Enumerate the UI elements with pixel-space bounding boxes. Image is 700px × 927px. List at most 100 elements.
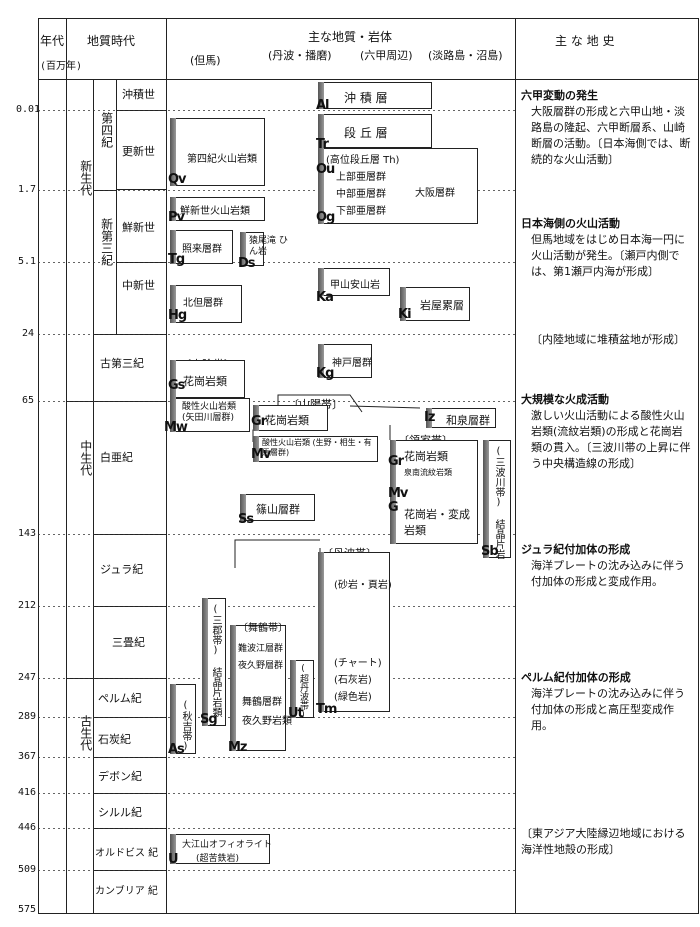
- age-label: 24: [22, 328, 35, 339]
- history-body: 但馬地域をはじめ日本海一円に火山活動が発生。〔瀬戸内側では、第1瀬戸内海が形成〕: [531, 232, 685, 278]
- unit-mz-l1: 舞鶴層群: [242, 697, 282, 708]
- unit-tanba-rock3: (石灰岩): [334, 675, 372, 686]
- unit-tr-label: 段 丘 層: [344, 126, 388, 140]
- unit-ryoke-mv-code: Mv: [388, 486, 408, 501]
- age-label: 509: [18, 864, 37, 875]
- history-entry: ジュラ紀付加体の形成 海洋プレートの沈み込みに伴う付加体の形成と変成作用。: [521, 542, 693, 590]
- unit-tg-label: 照来層群: [182, 244, 222, 255]
- period-neogene: 新第三紀: [99, 218, 114, 266]
- period-permian: ペルム紀: [98, 692, 142, 705]
- unit-tanba-rock1: (砂岩・頁岩): [334, 580, 392, 591]
- unit-gr-code: Gr: [251, 414, 267, 429]
- history-body: 海洋プレートの沈み込みに伴う付加体の形成と高圧型変成作用。: [531, 686, 685, 732]
- unit-ds-code: Ds: [238, 256, 256, 271]
- period-paleogene: 古第三紀: [100, 357, 144, 370]
- history-entry: 六甲変動の発生 大阪層群の形成と六甲山地・淡路島の隆起、六甲断層系、山崎断層の活…: [521, 88, 693, 168]
- period-triassic: 三畳紀: [112, 636, 145, 649]
- unit-ki-bar: [400, 287, 406, 321]
- unit-mv-bar: [253, 436, 259, 462]
- age-label: 212: [18, 600, 37, 611]
- history-title: 六甲変動の発生: [521, 89, 598, 102]
- unit-as-label: (秋吉帯): [180, 700, 191, 752]
- geology-header: 主な地質・岩体: [308, 30, 393, 44]
- unit-hg-code: Hg: [168, 308, 187, 323]
- period-silurian: シルル紀: [98, 806, 142, 819]
- unit-ka-box: [318, 268, 390, 296]
- unit-gs-box: [170, 360, 245, 398]
- unit-mw-bar: [170, 398, 176, 432]
- unit-kg-bar: [318, 344, 324, 378]
- unit-ue-code: U: [168, 852, 179, 867]
- unit-gs-label: 花崗岩類: [183, 375, 227, 388]
- unit-ou-th: (高位段丘層 Th): [326, 155, 400, 166]
- unit-ka-bar: [318, 268, 324, 296]
- history-title: 大規模な火成活動: [521, 393, 609, 406]
- epoch-pleistocene: 更新世: [122, 145, 155, 158]
- unit-sb-label: (三波川帯) 結晶片岩: [493, 446, 504, 559]
- region-rokko: (六甲周辺): [360, 49, 413, 62]
- unit-iz-bar: [426, 408, 432, 428]
- age-label: 1.7: [18, 184, 37, 195]
- unit-hg-box: [170, 285, 242, 323]
- unit-al-code: Al: [316, 98, 329, 113]
- history-entry: 日本海側の火山活動 但馬地域をはじめ日本海一円に火山活動が発生。〔瀬戸内側では、…: [521, 216, 693, 280]
- epoch-holocene: 沖積世: [122, 88, 155, 101]
- age-label: 65: [22, 395, 35, 406]
- region-tanba-harima: (丹波・播磨): [268, 49, 332, 62]
- unit-as-bar: [170, 684, 176, 754]
- unit-ryoke-bar: [390, 440, 396, 544]
- unit-al-bar: [318, 82, 324, 109]
- unit-gr-bar: [253, 405, 259, 431]
- unit-iz-code: Iz: [424, 410, 435, 425]
- unit-gr-label: 花崗岩類: [265, 414, 309, 427]
- unit-sb-code: Sb: [481, 544, 499, 559]
- region-tajima: (但馬): [190, 54, 221, 67]
- unit-tg-code: Tg: [168, 252, 185, 267]
- unit-mz-code: Mz: [228, 740, 247, 755]
- period-header: 地質時代: [87, 34, 136, 48]
- history-title: ペルム紀付加体の形成: [521, 671, 631, 684]
- unit-sg-bar: [202, 598, 208, 726]
- unit-sg-code: Sg: [200, 712, 218, 727]
- unit-qv-box: [170, 118, 265, 186]
- history-entry: 〔東アジア大陸縁辺地域における海洋性地殻の形成〕: [521, 826, 693, 858]
- history-body: 大阪層群の形成と六甲山地・淡路島の隆起、六甲断層系、山崎断層の活動。〔日本海側で…: [531, 104, 691, 166]
- age-label: 143: [18, 528, 37, 539]
- unit-mz-belt: 〔舞鶴帯〕: [238, 623, 288, 634]
- unit-ryoke-label2: 泉南流紋岩類: [404, 468, 452, 477]
- unit-hg-bar: [170, 285, 176, 323]
- period-jurassic: ジュラ紀: [100, 563, 144, 576]
- unit-gr-box: [253, 405, 328, 431]
- history-title: 日本海側の火山活動: [521, 217, 620, 230]
- unit-pv-code: Pv: [168, 210, 185, 225]
- unit-mz-l2: 夜久野岩類: [242, 716, 292, 727]
- unit-ka-label: 甲山安山岩: [330, 280, 380, 291]
- history-entry: 大規模な火成活動 激しい火山活動による酸性火山岩類(流紋岩類)の形成と花崗岩類の…: [521, 392, 693, 472]
- period-quaternary: 第四紀: [99, 112, 114, 148]
- unit-ryoke-gr-code: Gr: [388, 454, 404, 469]
- unit-mw-code: Mw: [164, 420, 188, 435]
- unit-ka-code: Ka: [316, 290, 334, 305]
- unit-ou-code: Ou: [316, 162, 335, 177]
- history-body: 海洋プレートの沈み込みに伴う付加体の形成と変成作用。: [531, 558, 685, 588]
- unit-tg-bar: [170, 230, 176, 264]
- period-ordovician: オルドビス 紀: [95, 848, 159, 859]
- unit-tanba-box: [318, 552, 390, 712]
- unit-tanba-rock4: (緑色岩): [334, 692, 372, 703]
- unit-ue-bar: [170, 834, 176, 864]
- unit-kg-label: 神戸層群: [332, 358, 372, 369]
- unit-ryoke-label1: 花崗岩類: [404, 450, 448, 463]
- unit-ue-sub: (超苦鉄岩): [196, 854, 240, 864]
- age-label: 416: [18, 787, 37, 798]
- unit-sb-bar: [483, 440, 489, 558]
- unit-ut-bar: [290, 660, 296, 718]
- period-carboniferous: 石炭紀: [98, 733, 131, 746]
- unit-og-code: Og: [316, 210, 335, 225]
- age-label: 575: [18, 904, 37, 915]
- unit-ue-label: 大江山オフィオライト: [182, 840, 272, 850]
- unit-kg-code: Kg: [316, 366, 334, 381]
- unit-ryoke-label3: 花崗岩・変成岩類: [404, 508, 470, 537]
- unit-pv-bar: [170, 197, 176, 221]
